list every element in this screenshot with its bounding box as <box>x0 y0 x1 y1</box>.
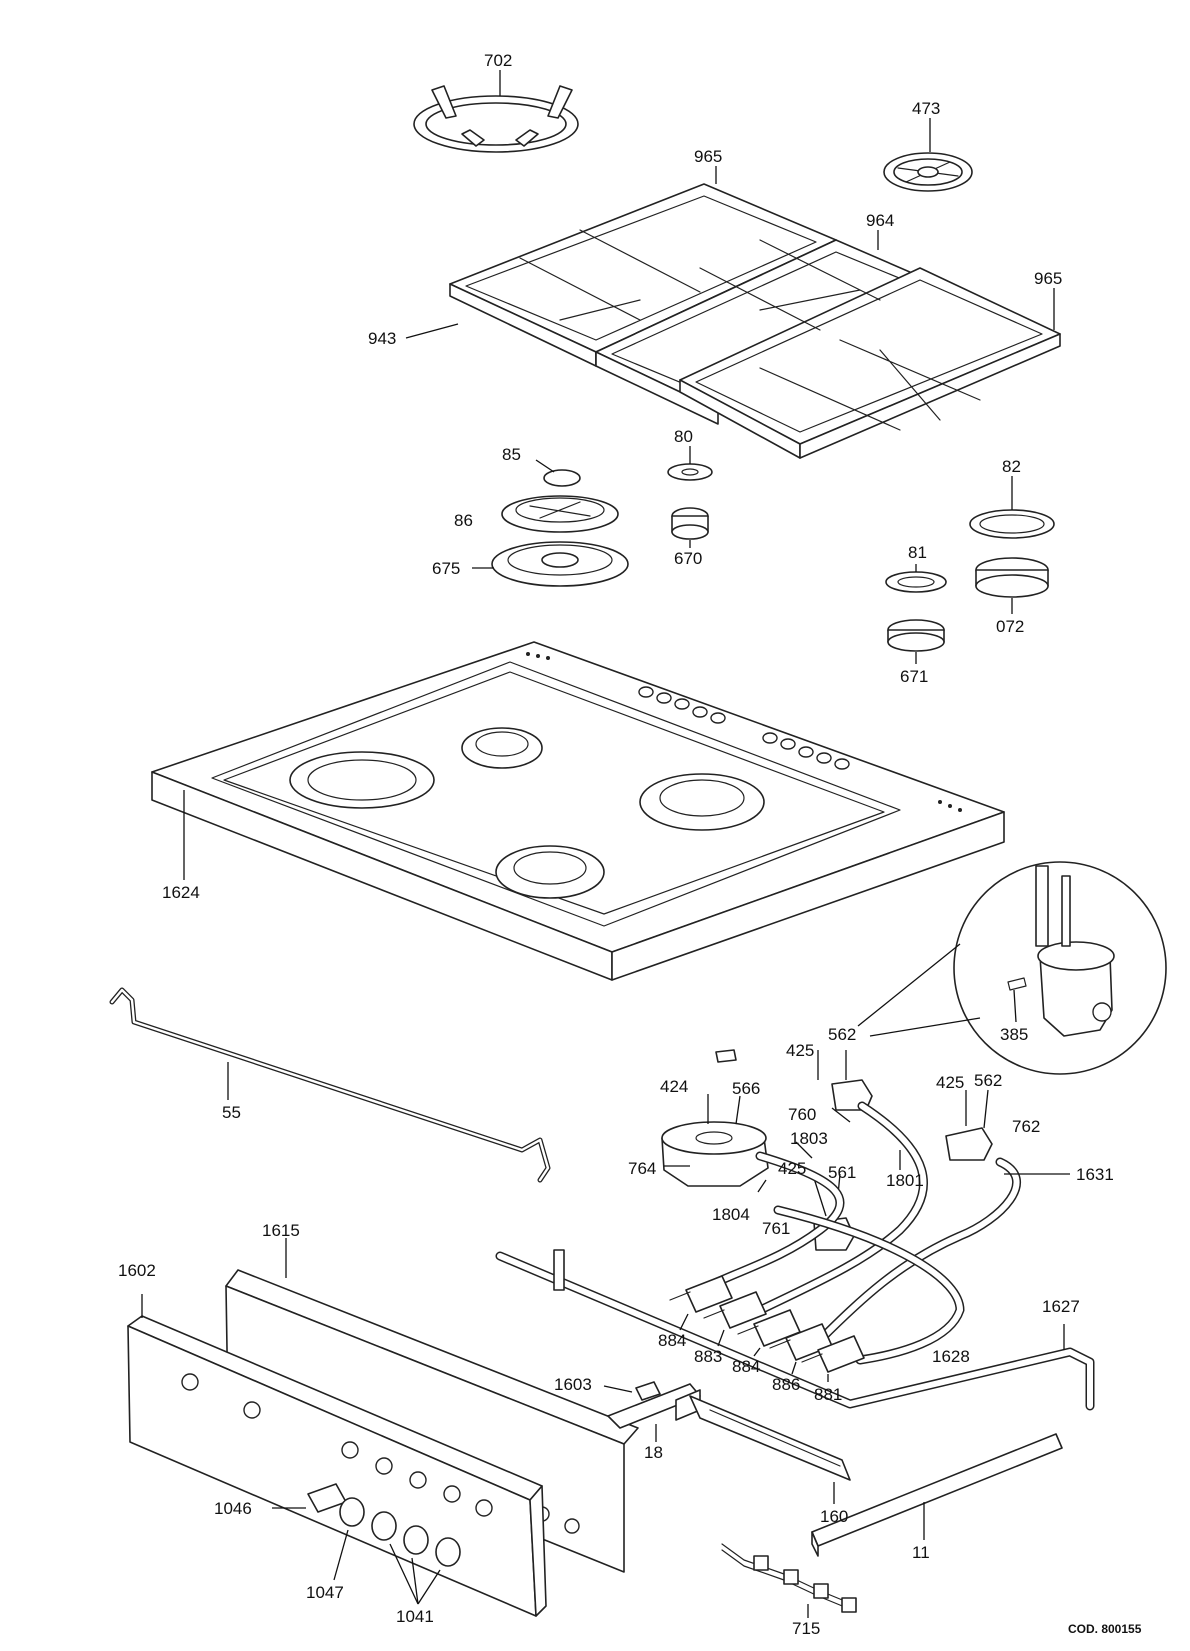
callout-80: 80 <box>674 428 693 445</box>
callout-884: 884 <box>732 1358 760 1375</box>
callout-764: 764 <box>628 1160 656 1177</box>
callout-160: 160 <box>820 1508 848 1525</box>
callout-86: 86 <box>454 512 473 529</box>
control-panels <box>128 1238 638 1616</box>
callout-1041: 1041 <box>396 1608 434 1625</box>
callout-562: 562 <box>974 1072 1002 1089</box>
burner-group-right <box>886 476 1054 664</box>
callout-1603: 1603 <box>554 1376 592 1393</box>
callout-55: 55 <box>222 1104 241 1121</box>
callout-18: 18 <box>644 1444 663 1461</box>
callout-1602: 1602 <box>118 1262 156 1279</box>
callout-965: 965 <box>694 148 722 165</box>
wok-support-ring-702 <box>414 70 578 152</box>
callout-1628: 1628 <box>932 1348 970 1365</box>
callout-424: 424 <box>660 1078 688 1095</box>
callout-884: 884 <box>658 1332 686 1349</box>
burner-group-center <box>668 446 712 548</box>
callout-702: 702 <box>484 52 512 69</box>
callout-715: 715 <box>792 1620 820 1637</box>
callout-675: 675 <box>432 560 460 577</box>
callout-1803: 1803 <box>790 1130 828 1147</box>
simmer-grate-473 <box>884 118 972 191</box>
callout-670: 670 <box>674 550 702 567</box>
callout-473: 473 <box>912 100 940 117</box>
callout-562: 562 <box>828 1026 856 1043</box>
callout-81: 81 <box>908 544 927 561</box>
callout-761: 761 <box>762 1220 790 1237</box>
callout-11: 11 <box>912 1544 930 1561</box>
callout-82: 82 <box>1002 458 1021 475</box>
callout-886: 886 <box>772 1376 800 1393</box>
callout-965: 965 <box>1034 270 1062 287</box>
callout-671: 671 <box>900 668 928 685</box>
callout-425: 425 <box>778 1160 806 1177</box>
document-code: COD. 800155 <box>1068 1622 1141 1636</box>
callout-1615: 1615 <box>262 1222 300 1239</box>
callout-881: 881 <box>814 1386 842 1403</box>
rail-11 <box>812 1434 1062 1556</box>
callout-943: 943 <box>368 330 396 347</box>
callout-1804: 1804 <box>712 1206 750 1223</box>
callout-1631: 1631 <box>1076 1166 1114 1183</box>
callout-385: 385 <box>1000 1026 1028 1043</box>
callout-566: 566 <box>732 1080 760 1097</box>
burner-group-left <box>472 460 628 586</box>
callout-964: 964 <box>866 212 894 229</box>
callout-762: 762 <box>1012 1118 1040 1135</box>
callout-1801: 1801 <box>886 1172 924 1189</box>
callout-760: 760 <box>788 1106 816 1123</box>
callout-1046: 1046 <box>214 1500 252 1517</box>
callout-561: 561 <box>828 1164 856 1181</box>
callout-425: 425 <box>786 1042 814 1059</box>
callout-1047: 1047 <box>306 1584 344 1601</box>
callout-85: 85 <box>502 446 521 463</box>
callout-883: 883 <box>694 1348 722 1365</box>
cast-iron-grates <box>406 166 1060 458</box>
callout-425: 425 <box>936 1074 964 1091</box>
rod-55 <box>112 990 548 1180</box>
callout-1624: 1624 <box>162 884 200 901</box>
cooktop-tray-1624 <box>152 642 1004 980</box>
ignition-harness-715 <box>722 1544 856 1618</box>
callout-072: 072 <box>996 618 1024 635</box>
callout-1627: 1627 <box>1042 1298 1080 1315</box>
